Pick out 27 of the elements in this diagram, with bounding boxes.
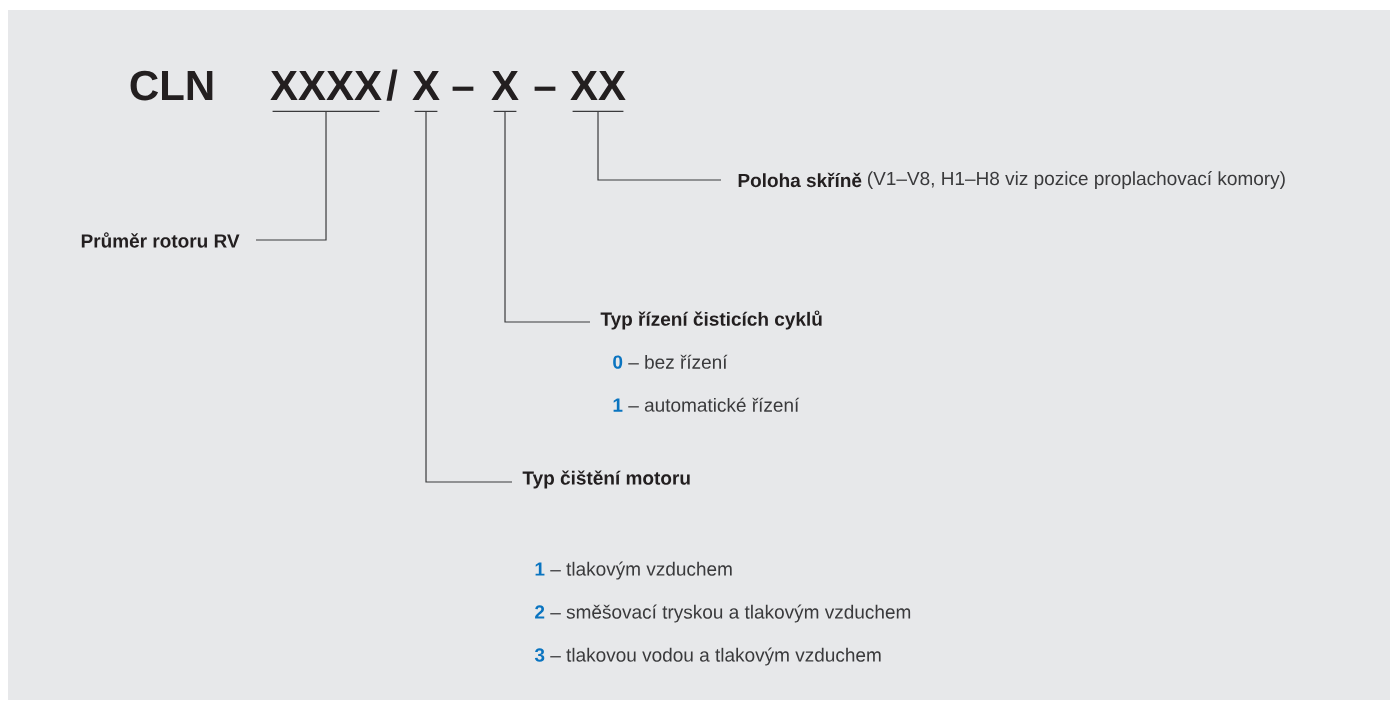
description-heading: Poloha skříně xyxy=(738,172,862,188)
code-character: CLN xyxy=(130,70,213,101)
option-code: 1 xyxy=(535,562,545,576)
option-text: – bez řízení xyxy=(628,354,728,369)
code-character: / xyxy=(386,69,398,101)
description-heading: Typ řízení čisticích cyklů xyxy=(600,310,822,330)
option-code: 3 xyxy=(534,648,545,662)
option-code: 1 xyxy=(613,398,623,412)
description-note: (V1–V8, H1–H8 viz pozice proplachovací komory) xyxy=(868,171,1285,189)
option-text: – tlakovým vzduchem xyxy=(550,561,732,580)
option-text: – automatické řízení xyxy=(628,397,800,412)
code-segment: XX xyxy=(570,71,626,112)
option-text: – směšovací tryskou a tlakovým vzduchem xyxy=(550,604,911,623)
option-text: – tlakovou vodou a tlakovým vzduchem xyxy=(550,647,881,666)
leader-line xyxy=(425,110,513,483)
code-segment: XXXX xyxy=(270,71,382,112)
code-segment: X xyxy=(491,71,519,112)
code-segment: X xyxy=(412,71,440,112)
code-character: – xyxy=(452,86,474,91)
leader-line xyxy=(255,110,327,241)
option-code: 2 xyxy=(535,605,545,619)
leader-line xyxy=(597,110,722,181)
option-code: 0 xyxy=(613,355,623,369)
code-character: – xyxy=(534,86,556,91)
description-heading: Průměr rotoru RV xyxy=(81,232,240,248)
description-heading: Typ čištění motoru xyxy=(522,470,690,489)
leader-line xyxy=(504,110,591,323)
